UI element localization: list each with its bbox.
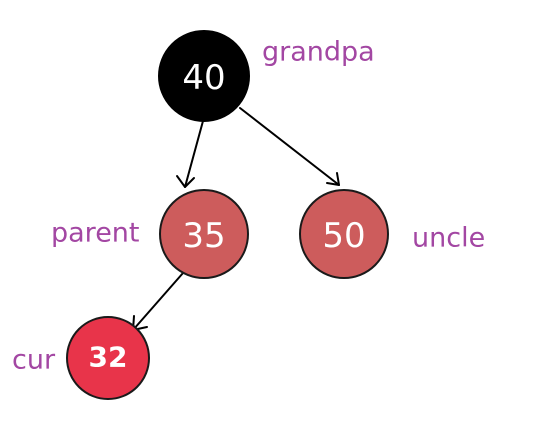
node-grandpa-value: 40 bbox=[182, 58, 225, 98]
edge-grandpa-parent bbox=[176, 120, 204, 188]
edge-parent-cur bbox=[132, 272, 184, 331]
node-uncle-value: 50 bbox=[322, 216, 365, 256]
edge-grandpa-uncle bbox=[239, 107, 340, 186]
node-cur: 32 bbox=[66, 316, 150, 400]
node-grandpa: 40 bbox=[158, 30, 250, 122]
node-parent-value: 35 bbox=[182, 216, 225, 256]
label-grandpa: grandpa bbox=[262, 37, 375, 68]
node-parent: 35 bbox=[159, 189, 249, 279]
node-grandpa-circle bbox=[158, 30, 250, 122]
label-cur: cur bbox=[12, 345, 56, 376]
node-cur-circle bbox=[66, 316, 150, 400]
node-parent-circle bbox=[159, 189, 249, 279]
node-uncle: 50 bbox=[299, 189, 389, 279]
node-uncle-circle bbox=[299, 189, 389, 279]
label-parent: parent bbox=[51, 218, 140, 249]
node-cur-value: 32 bbox=[89, 341, 128, 374]
label-uncle: uncle bbox=[412, 223, 485, 254]
